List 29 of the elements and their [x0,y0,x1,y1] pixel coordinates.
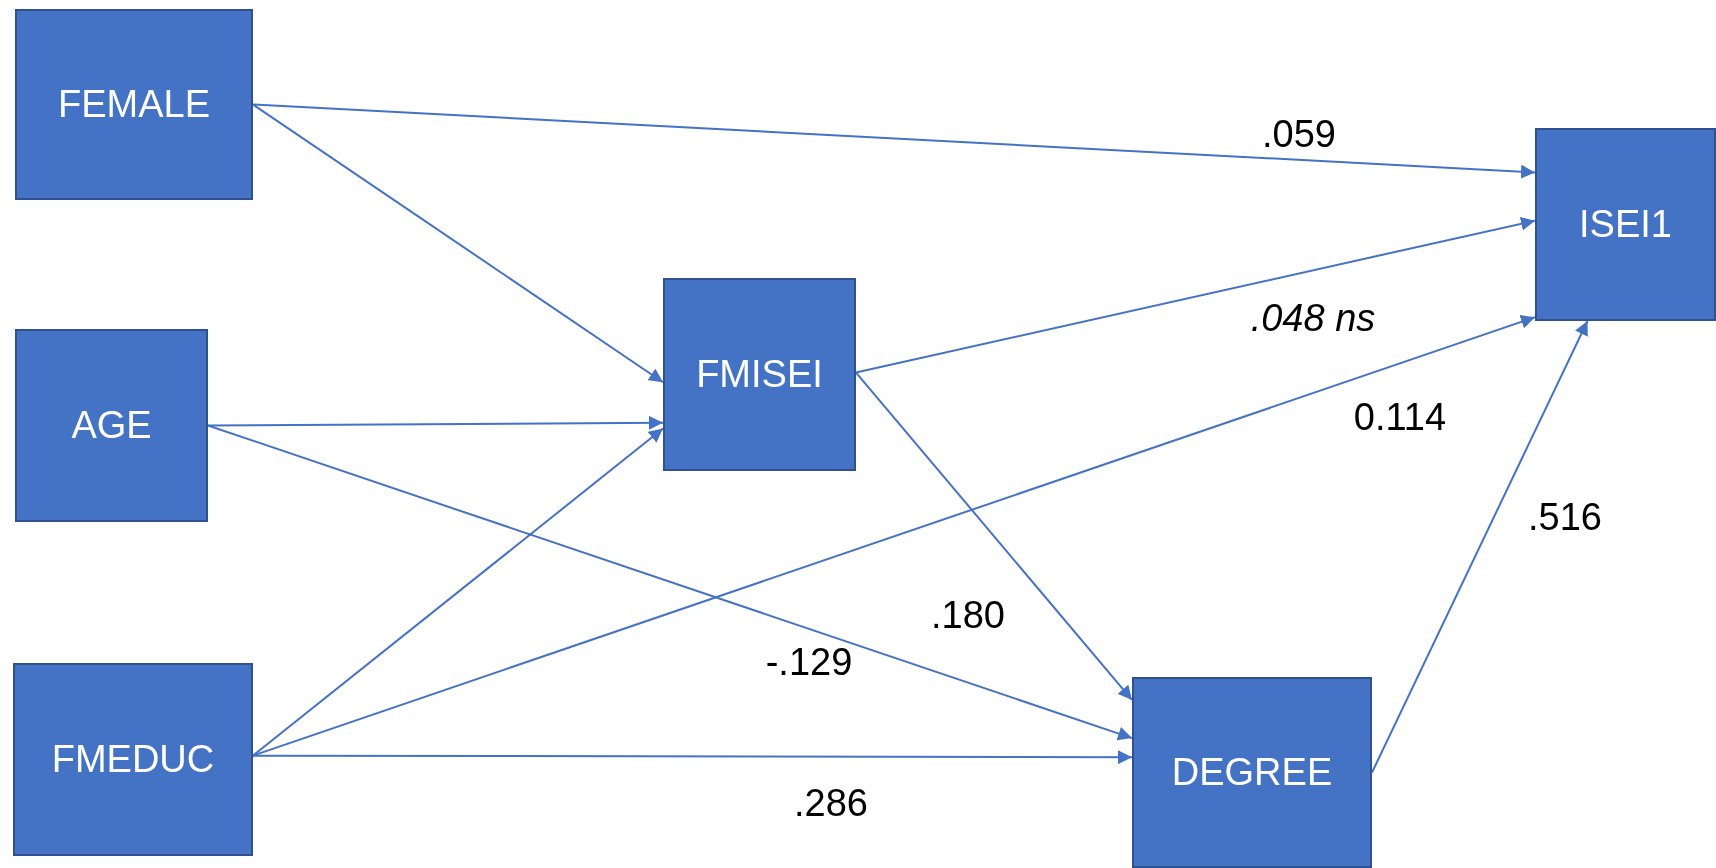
edge-label: .059 [1262,112,1336,156]
edge-label: .048 ns [1250,296,1376,340]
edge-label: .516 [1528,495,1602,539]
edge-label: -.129 [765,640,853,684]
variable-box [1132,677,1372,868]
variable-box [13,663,253,856]
arrow [1371,320,1589,774]
arrow [207,424,1133,741]
variable-name: FMEDUC [51,738,215,781]
arrow [252,103,664,384]
variable-name: AGE [71,404,152,447]
arrow [252,427,664,757]
variable-name: FEMALE [57,83,210,126]
variable-name: FMISEI [696,353,823,396]
variable-box [663,278,856,471]
arrow [252,315,1536,757]
edge-label: .286 [794,781,868,825]
variable-box [15,329,208,522]
arrow [252,103,1536,179]
edge-label: .180 [931,593,1005,637]
variable-box [1535,128,1716,321]
arrow [252,750,1133,765]
edge-label: 0.114 [1353,395,1447,439]
variable-name: ISEI1 [1579,203,1672,246]
arrow [855,216,1536,374]
variable-name: DEGREE [1171,751,1333,794]
arrow [855,371,1133,701]
arrow [207,415,664,430]
variable-box [15,9,253,200]
